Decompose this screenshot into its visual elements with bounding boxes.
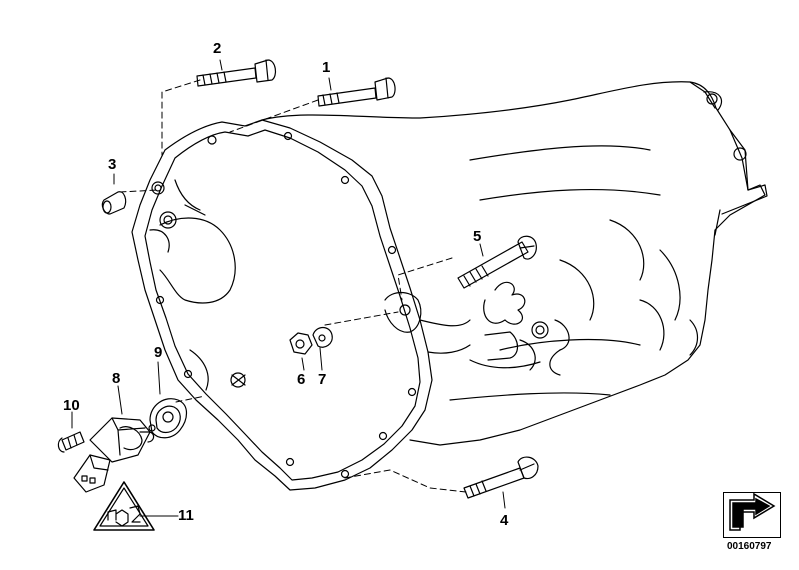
callout-7: 7 bbox=[318, 371, 327, 388]
document-number: 00160797 bbox=[727, 541, 772, 552]
callout-3: 3 bbox=[108, 156, 117, 173]
callout-5: 5 bbox=[473, 228, 482, 245]
arrow-logo-icon bbox=[729, 492, 776, 531]
sensor-part-8 bbox=[73, 417, 155, 493]
nut-part-6 bbox=[289, 332, 313, 355]
gasket-part-9 bbox=[148, 398, 188, 439]
bolt-part-1 bbox=[317, 77, 396, 107]
callout-9: 9 bbox=[154, 344, 163, 361]
transmission-housing bbox=[261, 81, 768, 446]
callout-4: 4 bbox=[500, 512, 509, 529]
stud-part-5 bbox=[457, 235, 537, 289]
callout-8: 8 bbox=[112, 370, 121, 387]
screw-part-10 bbox=[57, 431, 85, 453]
callout-10: 10 bbox=[63, 397, 80, 414]
washer-part-7 bbox=[312, 326, 333, 348]
callout-6: 6 bbox=[297, 371, 306, 388]
bolt-part-4 bbox=[463, 456, 539, 499]
bolt-part-2 bbox=[196, 59, 277, 87]
callout-11: 11 bbox=[178, 507, 194, 524]
caution-triangle-icon bbox=[93, 481, 155, 531]
dowel-part-3 bbox=[101, 191, 127, 215]
callout-2: 2 bbox=[213, 40, 222, 57]
label-leaders bbox=[71, 59, 506, 517]
callout-1: 1 bbox=[322, 59, 331, 76]
bell-housing bbox=[131, 119, 471, 491]
